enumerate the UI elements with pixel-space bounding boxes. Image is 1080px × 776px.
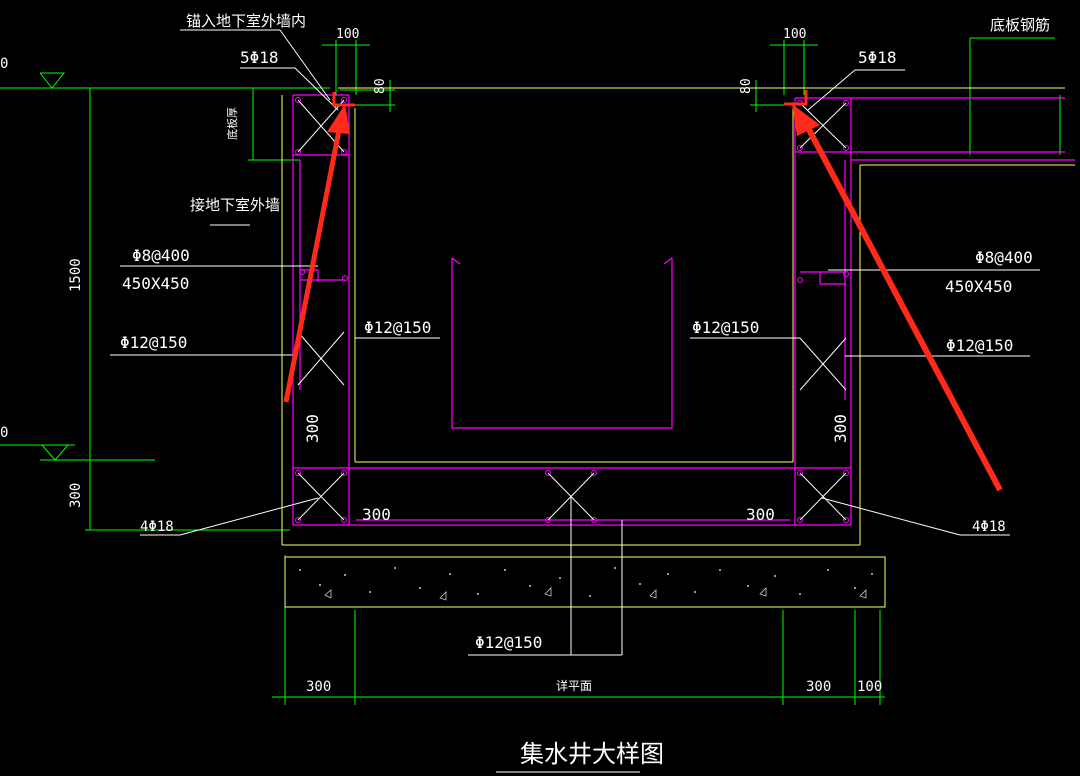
red-hook-right (784, 90, 808, 106)
dim-top-right-height: 80 (739, 78, 754, 94)
dim-base-left: 300 (306, 679, 331, 695)
dim-top-right-width: 100 (783, 27, 806, 42)
label-rebar-top-right: 5Φ18 (858, 48, 897, 67)
label-plan-note: 详平面 (556, 678, 592, 693)
rebar-crosses (297, 99, 847, 521)
drawing-title: 集水井大样图 (520, 740, 664, 768)
red-arrow-left-icon (283, 104, 350, 403)
dim-base-right-2: 100 (857, 679, 882, 695)
text-labels: 锚入地下室外墙内 底板钢筋 接地下室外墙 底板厚 5Φ18 5Φ18 Φ8@40… (0, 12, 1050, 773)
concrete-outline (281, 87, 1075, 608)
dimension-lines (0, 37, 1061, 705)
dim-depth: 1500 (68, 258, 84, 292)
label-wall-rebar-left-outer: Φ12@150 (120, 333, 187, 352)
label-wall-rebar-right-outer: Φ12@150 (946, 336, 1013, 355)
rebar-dots (295, 97, 849, 523)
dim-top-left-height: 80 (373, 78, 388, 94)
label-base-rebar: Φ12@150 (475, 633, 542, 652)
label-corner-left: 4Φ18 (140, 519, 174, 535)
label-conn-wall: 接地下室外墙 (190, 196, 280, 214)
label-bottom-rebar: 底板钢筋 (990, 16, 1050, 34)
leader-lines (110, 29, 1040, 656)
red-annotations (283, 90, 1003, 492)
dim-wall-left: 300 (303, 414, 322, 443)
rebar-lines (292, 94, 1075, 526)
label-slab-thickness: 底板厚 (225, 107, 239, 140)
red-arrow-right-icon (792, 104, 1003, 492)
label-wall-rebar-right-inner: Φ12@150 (692, 318, 759, 337)
label-corner-right: 4Φ18 (972, 519, 1006, 535)
dim-base-right-1: 300 (806, 679, 831, 695)
label-stirrup-right-1: Φ8@400 (975, 248, 1033, 267)
cushion-hatch (299, 567, 873, 601)
label-stirrup-right-2: 450X450 (945, 277, 1012, 296)
dim-top-left-width: 100 (336, 27, 359, 42)
dim-wall-right: 300 (831, 414, 850, 443)
label-stirrup-left-1: Φ8@400 (132, 246, 190, 265)
dim-bottom-right: 300 (746, 505, 775, 524)
dim-base-thickness: 300 (68, 483, 84, 508)
dim-bottom-left: 300 (362, 505, 391, 524)
label-rebar-top-left: 5Φ18 (240, 48, 279, 67)
elev-top: 0 (0, 56, 8, 72)
elev-bottom: 0 (0, 425, 8, 441)
red-hook-left (332, 92, 355, 107)
label-stirrup-left-2: 450X450 (122, 274, 189, 293)
label-wall-rebar-left-inner: Φ12@150 (364, 318, 431, 337)
label-anchor-wall: 锚入地下室外墙内 (186, 12, 306, 30)
